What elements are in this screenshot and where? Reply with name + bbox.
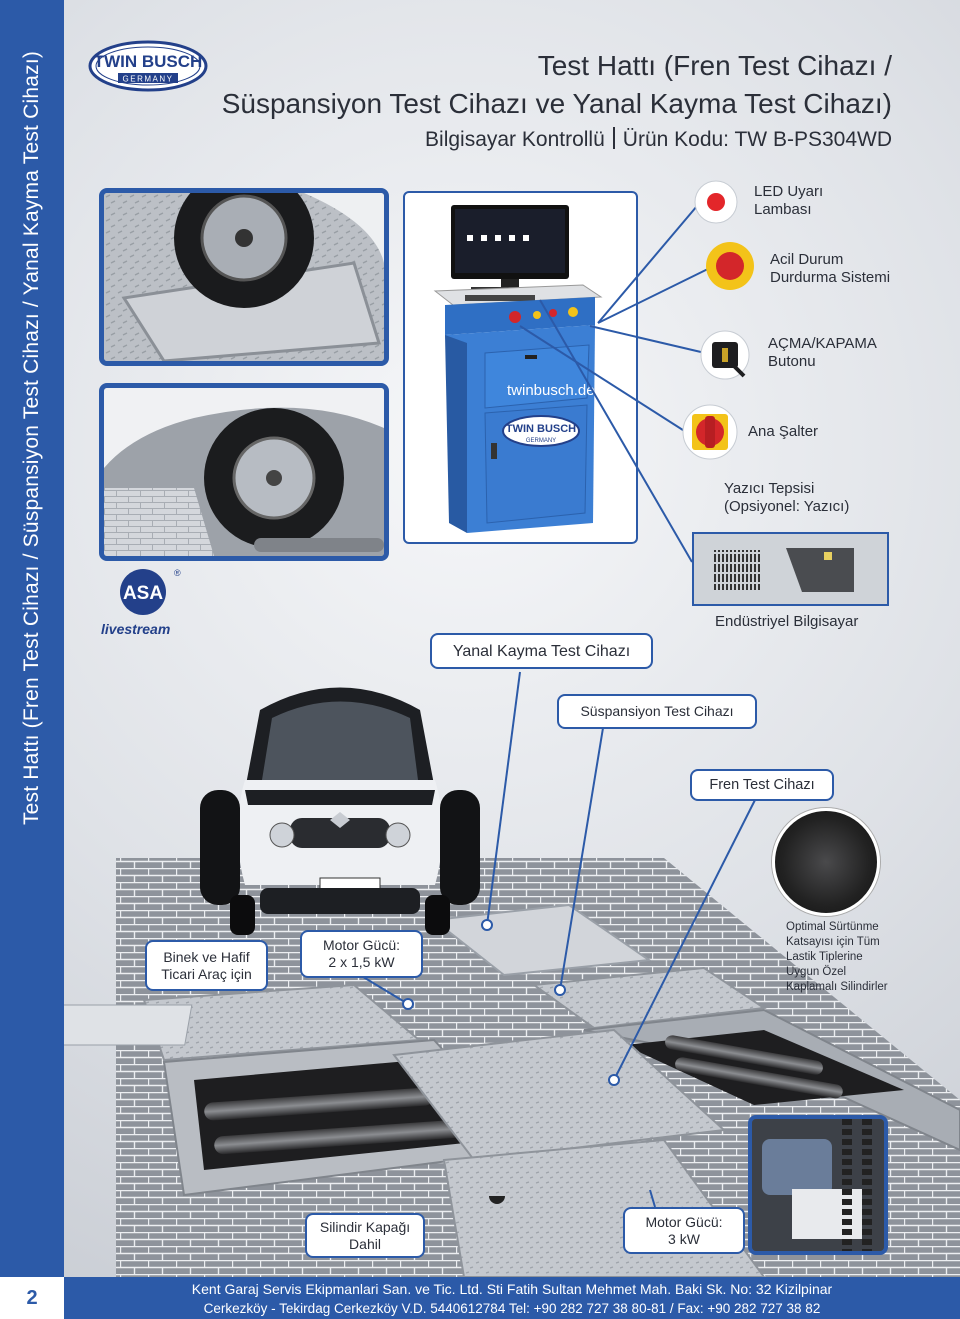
label-printer-tray: Yazıcı Tepsisi(Opsiyonel: Yazıcı) xyxy=(724,480,850,515)
industrial-pc-icon xyxy=(692,532,889,606)
twin-busch-logo: TWIN BUSCH GERMANY xyxy=(88,40,208,92)
label-industrial-pc: Endüstriyel Bilgisayar xyxy=(715,613,859,630)
label-brake-tester: Fren Test Cihazı xyxy=(690,769,834,801)
footer-address: Kent Garaj Servis Ekipmanlari San. ve Ti… xyxy=(191,1281,833,1297)
led-lamp-icon xyxy=(694,180,738,224)
logo-brand: TWIN BUSCH xyxy=(94,52,203,71)
kiosk-url-text: twinbusch.de xyxy=(507,382,595,399)
page-title-line2: Süspansiyon Test Cihazı ve Yanal Kayma T… xyxy=(221,88,892,119)
page-subtitle: Bilgisayar Kontrollü Ürün Kodu: TW B-PS30… xyxy=(425,127,892,152)
label-motor-power-2: Motor Gücü:3 kW xyxy=(623,1207,745,1254)
photo-suspension-tester xyxy=(99,188,389,366)
photo-motor xyxy=(748,1115,888,1255)
roller-coating-sample xyxy=(772,808,880,916)
asa-letters: ASA xyxy=(123,583,163,604)
logo-country: GERMANY xyxy=(123,75,174,84)
footer-contact: Cerkezköy - Tekirdag Cerkezköy V.D. 5440… xyxy=(203,1301,821,1316)
label-side-slip-tester: Yanal Kayma Test Cihazı xyxy=(430,633,653,669)
control-console-panel: twinbusch.de TWIN BUSCH GERMANY xyxy=(403,191,638,544)
label-suspension-tester: Süspansiyon Test Cihazı xyxy=(557,694,757,729)
page-title-line1: Test Hattı (Fren Test Cihazı / xyxy=(537,50,892,81)
photo-brake-tester xyxy=(99,383,389,561)
kiosk-country: GERMANY xyxy=(526,438,556,444)
asa-registered-mark: ® xyxy=(174,568,181,578)
key-switch-icon xyxy=(700,330,750,380)
footer: Kent Garaj Servis Ekipmanlari San. ve Ti… xyxy=(64,1277,960,1319)
asa-livestream-text: livestream xyxy=(101,621,170,637)
subtitle-right: Ürün Kodu: TW B-PS304WD xyxy=(622,128,892,151)
asa-livestream-logo: ASA ® livestream xyxy=(100,568,192,640)
sidebar: Test Hattı (Fren Test Cihazı / Süspansiy… xyxy=(0,0,64,1277)
subtitle-divider xyxy=(612,127,615,149)
subtitle-left: Bilgisayar Kontrollü xyxy=(425,128,605,151)
main-switch-icon xyxy=(682,404,738,460)
label-main-switch: Ana Şalter xyxy=(748,423,819,440)
label-motor-power-1: Motor Gücü:2 x 1,5 kW xyxy=(300,930,423,978)
kiosk-brand: TWIN BUSCH xyxy=(506,423,576,435)
car-illustration xyxy=(200,687,480,935)
page-number: 2 xyxy=(0,1277,64,1319)
emergency-stop-icon xyxy=(706,242,754,290)
